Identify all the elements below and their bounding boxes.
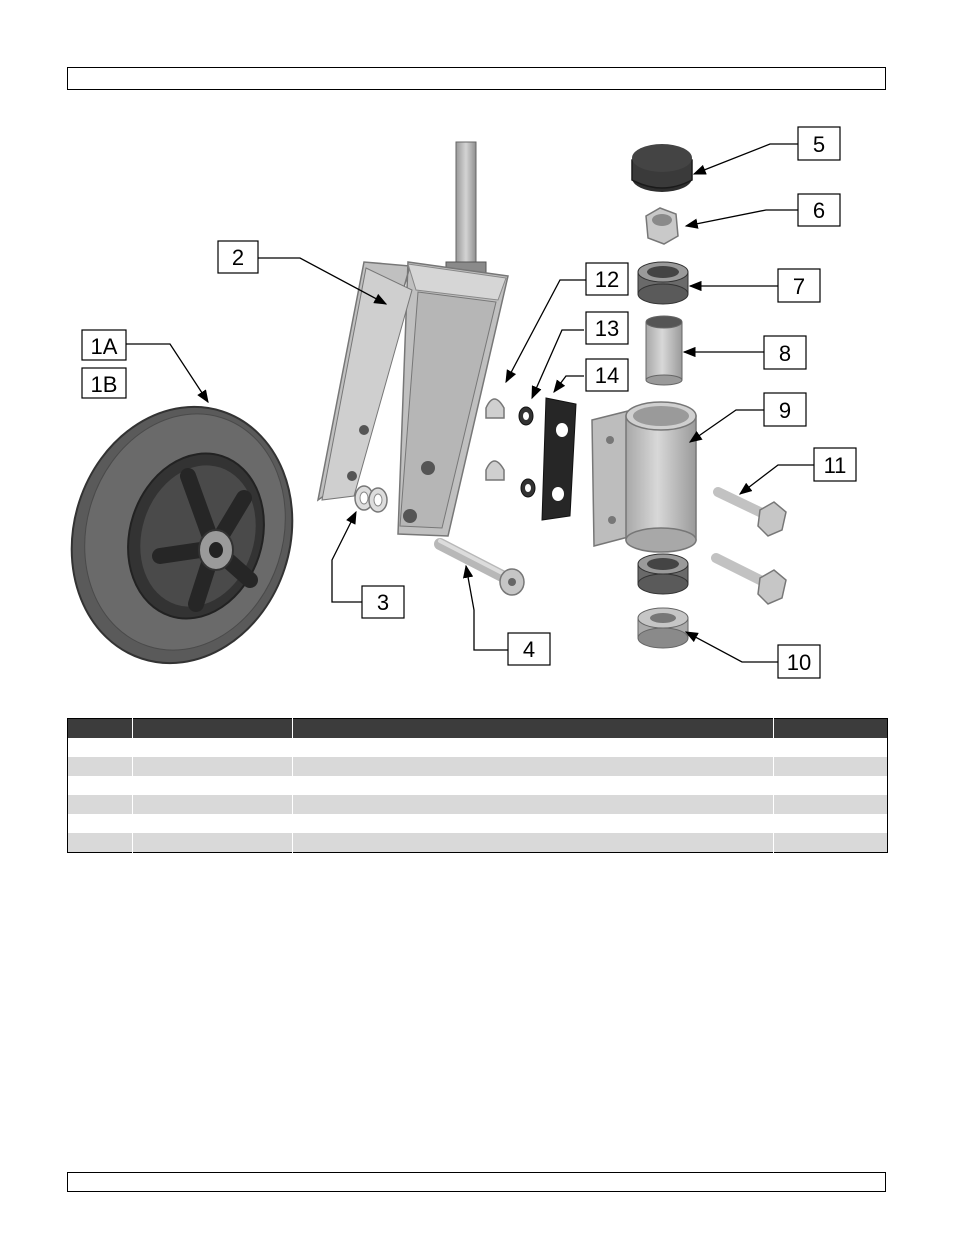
header-cell: [772, 718, 888, 738]
footer-bar: [67, 1172, 886, 1192]
housing-part: [591, 401, 697, 553]
callout-12: 12: [585, 262, 629, 296]
callout-5: 5: [797, 126, 841, 161]
callout-14: 14: [585, 358, 629, 392]
washer-part-13: [518, 406, 536, 498]
svg-text:6: 6: [813, 198, 825, 223]
table-row: [67, 757, 888, 776]
parts-table: [67, 718, 888, 853]
svg-text:2: 2: [232, 245, 244, 270]
table-row: [67, 795, 888, 814]
callout-13: 13: [585, 311, 629, 345]
callout-7: 7: [777, 268, 821, 303]
svg-text:9: 9: [779, 398, 791, 423]
spacer-part: [645, 315, 683, 386]
bearing-part-lower: [637, 553, 689, 595]
header-cell: [292, 718, 774, 738]
svg-text:8: 8: [779, 341, 791, 366]
callout-10: 10: [777, 644, 821, 679]
callout-1b: 1B: [81, 367, 127, 399]
svg-text:14: 14: [595, 363, 619, 388]
callout-8: 8: [763, 335, 807, 370]
table-row: [67, 833, 888, 853]
svg-text:7: 7: [793, 274, 805, 299]
header-bar: [67, 67, 886, 90]
leader-lines: [126, 143, 814, 663]
svg-text:4: 4: [523, 637, 535, 662]
svg-text:1A: 1A: [91, 334, 118, 359]
svg-text:3: 3: [377, 590, 389, 615]
axle-bolt-part: [434, 538, 525, 596]
acorn-nut-part: [485, 398, 505, 481]
bearing-part-7: [637, 261, 689, 305]
wheel-part: [70, 405, 294, 665]
header-cell: [68, 719, 133, 739]
callout-9: 9: [763, 392, 807, 427]
lock-nut-part: [645, 207, 679, 245]
bolt-part-11: [711, 487, 787, 605]
svg-text:10: 10: [787, 650, 811, 675]
exploded-parts-diagram: 1A 1B 2 3 4 5 6 7 8 9 10 11: [70, 126, 857, 679]
svg-text:12: 12: [595, 267, 619, 292]
svg-text:11: 11: [824, 453, 847, 478]
fork-part: [316, 141, 509, 537]
table-row: [67, 776, 888, 795]
table-row: [67, 814, 888, 833]
callout-6: 6: [797, 193, 841, 227]
callout-3: 3: [361, 585, 405, 619]
table-row: [67, 738, 888, 757]
callout-4: 4: [507, 632, 551, 666]
callout-2: 2: [217, 240, 259, 274]
callout-1a: 1A: [81, 329, 127, 361]
svg-text:13: 13: [595, 316, 619, 341]
svg-text:5: 5: [813, 132, 825, 157]
bearing-cup-part: [637, 607, 689, 649]
plate-part: [541, 397, 577, 521]
header-cell: [132, 718, 293, 738]
callout-11: 11: [813, 447, 857, 482]
cap-part: [631, 144, 693, 192]
washer-part-3: [354, 485, 388, 513]
svg-text:1B: 1B: [91, 372, 118, 397]
table-header-row: [67, 718, 888, 739]
